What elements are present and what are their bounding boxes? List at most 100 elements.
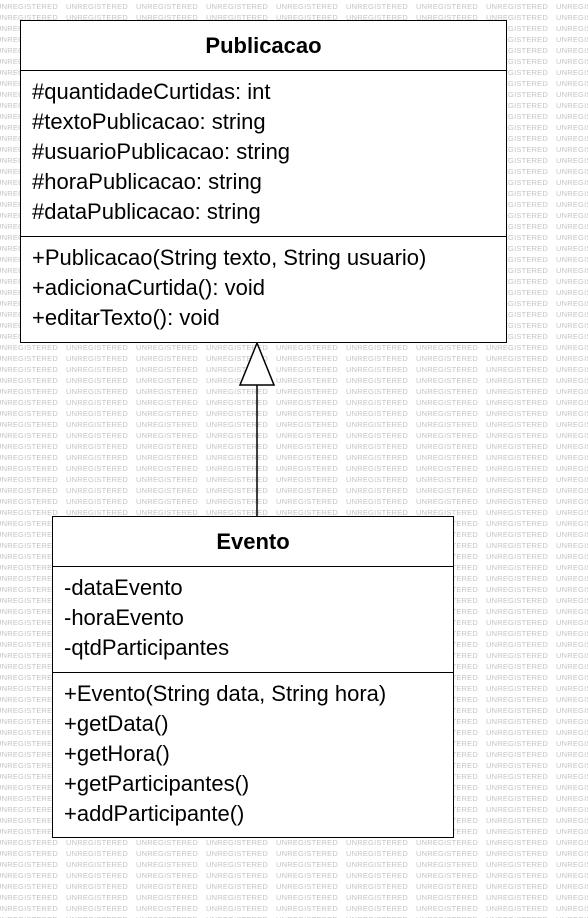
watermark-text: UNREGISTERED	[416, 343, 478, 352]
watermark-text: UNREGISTERED	[0, 695, 58, 704]
watermark-text: UNREGISTERED	[0, 530, 58, 539]
watermark-text: UNREGISTERED	[556, 24, 588, 33]
watermark-text: UNREGISTERED	[486, 244, 548, 253]
watermark-text: UNREGISTERED	[556, 728, 588, 737]
watermark-text: UNREGISTERED	[486, 475, 548, 484]
watermark-text: UNREGISTERED	[486, 838, 548, 847]
watermark-text: UNREGISTERED	[136, 486, 198, 495]
watermark-text: UNREGISTERED	[486, 354, 548, 363]
watermark-text: UNREGISTERED	[346, 442, 408, 451]
watermark-text: UNREGISTERED	[0, 398, 58, 407]
operation: +Evento(String data, String hora)	[64, 681, 387, 706]
watermark-text: UNREGISTERED	[486, 497, 548, 506]
watermark-text: UNREGISTERED	[0, 618, 58, 627]
watermark-text: UNREGISTERED	[206, 871, 268, 880]
watermark-text: UNREGISTERED	[346, 13, 408, 22]
watermark-text: UNREGISTERED	[136, 838, 198, 847]
operation: +getHora()	[64, 741, 170, 766]
watermark-text: UNREGISTERED	[556, 585, 588, 594]
watermark-text: UNREGISTERED	[0, 376, 58, 385]
watermark-text: UNREGISTERED	[556, 761, 588, 770]
watermark-text: UNREGISTERED	[556, 882, 588, 891]
watermark-text: UNREGISTERED	[486, 761, 548, 770]
watermark-text: UNREGISTERED	[556, 860, 588, 869]
watermark-text: UNREGISTERED	[66, 915, 136, 918]
watermark-text: UNREGISTERED	[136, 453, 198, 462]
watermark-text: UNREGISTERED	[556, 849, 588, 858]
watermark-text: UNREGISTERED	[66, 343, 128, 352]
class-publicacao[interactable]: Publicacao #quantidadeCurtidas: int #tex…	[20, 20, 507, 343]
watermark-text: UNREGISTERED	[346, 354, 408, 363]
watermark-text: UNREGISTERED	[206, 453, 268, 462]
watermark-text: UNREGISTERED	[416, 849, 478, 858]
watermark-text: UNREGISTERED	[0, 387, 58, 396]
watermark-text: UNREGISTERED	[486, 332, 548, 341]
watermark-text: UNREGISTERED	[346, 398, 408, 407]
watermark-text: UNREGISTERED	[486, 277, 548, 286]
watermark-text: UNREGISTERED	[276, 893, 338, 902]
watermark-text: UNREGISTERED	[556, 662, 588, 671]
watermark-text: UNREGISTERED	[136, 882, 198, 891]
watermark-text: UNREGISTERED	[66, 2, 128, 11]
watermark-text: UNREGISTERED	[66, 475, 128, 484]
watermark-text: UNREGISTERED	[0, 508, 58, 517]
watermark-text: UNREGISTERED	[486, 134, 548, 143]
watermark-text: UNREGISTERED	[556, 475, 588, 484]
watermark-text: UNREGISTERED	[346, 365, 408, 374]
watermark-text: UNREGISTERED	[486, 750, 548, 759]
watermark-text: UNREGISTERED	[0, 673, 58, 682]
watermark-text: UNREGISTERED	[416, 398, 478, 407]
watermark-text: UNREGISTERED	[486, 46, 548, 55]
watermark-text: UNREGISTERED	[0, 915, 66, 918]
watermark-text: UNREGISTERED	[486, 530, 548, 539]
watermark-row: UNREGISTEREDUNREGISTEREDUNREGISTEREDUNRE…	[0, 915, 588, 918]
watermark-text: UNREGISTERED	[486, 79, 548, 88]
watermark-text: UNREGISTERED	[136, 354, 198, 363]
operation: +adicionaCurtida(): void	[32, 275, 265, 300]
watermark-text: UNREGISTERED	[136, 893, 198, 902]
watermark-text: UNREGISTERED	[276, 871, 338, 880]
watermark-text: UNREGISTERED	[0, 596, 58, 605]
watermark-text: UNREGISTERED	[556, 178, 588, 187]
watermark-text: UNREGISTERED	[0, 607, 58, 616]
watermark-text: UNREGISTERED	[66, 486, 128, 495]
watermark-text: UNREGISTERED	[0, 651, 58, 660]
watermark-text: UNREGISTERED	[556, 57, 588, 66]
class-evento[interactable]: Evento -dataEvento -horaEvento -qtdParti…	[52, 516, 454, 838]
watermark-text: UNREGISTERED	[0, 519, 58, 528]
watermark-text: UNREGISTERED	[66, 838, 128, 847]
watermark-text: UNREGISTERED	[346, 464, 408, 473]
watermark-text: UNREGISTERED	[136, 387, 198, 396]
watermark-text: UNREGISTERED	[0, 354, 58, 363]
watermark-text: UNREGISTERED	[556, 387, 588, 396]
attributes-compartment: #quantidadeCurtidas: int #textoPublicaca…	[21, 71, 506, 237]
watermark-text: UNREGISTERED	[556, 277, 588, 286]
watermark-text: UNREGISTERED	[416, 13, 478, 22]
watermark-text: UNREGISTERED	[136, 871, 198, 880]
watermark-text: UNREGISTERED	[486, 376, 548, 385]
watermark-text: UNREGISTERED	[0, 475, 58, 484]
watermark-text: UNREGISTERED	[276, 343, 338, 352]
watermark-text: UNREGISTERED	[556, 200, 588, 209]
watermark-text: UNREGISTERED	[276, 354, 338, 363]
watermark-text: UNREGISTERED	[346, 486, 408, 495]
watermark-text: UNREGISTERED	[276, 431, 338, 440]
watermark-text: UNREGISTERED	[136, 860, 198, 869]
watermark-text: UNREGISTERED	[416, 915, 486, 918]
watermark-text: UNREGISTERED	[416, 904, 478, 913]
watermark-text: UNREGISTERED	[346, 838, 408, 847]
watermark-text: UNREGISTERED	[0, 860, 58, 869]
watermark-text: UNREGISTERED	[486, 288, 548, 297]
watermark-text: UNREGISTERED	[416, 838, 478, 847]
watermark-text: UNREGISTERED	[486, 453, 548, 462]
watermark-text: UNREGISTERED	[0, 794, 58, 803]
watermark-text: UNREGISTERED	[486, 805, 548, 814]
